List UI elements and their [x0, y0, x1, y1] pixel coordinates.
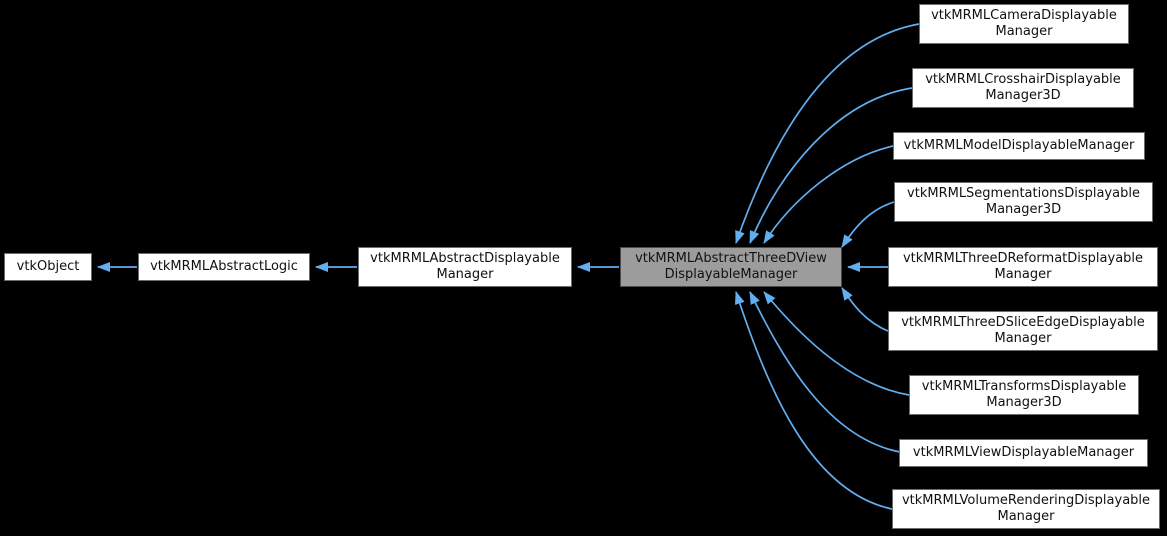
class-node-label: Manager: [995, 24, 1053, 39]
class-node-label: vtkMRMLVolumeRenderingDisplayable: [901, 493, 1151, 508]
class-node-label: DisplayableManager: [664, 267, 798, 282]
class-node-label: vtkMRMLCrosshairDisplayable: [925, 72, 1121, 87]
class-node-label: Manager: [436, 267, 494, 282]
class-node-label: Manager3D: [986, 395, 1062, 410]
class-node-label: vtkMRMLViewDisplayableManager: [912, 445, 1135, 460]
inheritance-edge-vtkMRMLModelDisplayableManager-to-vtkMRMLAbstractThreeDViewDisplayableManager: [763, 145, 894, 244]
class-node-label: Manager3D: [985, 202, 1062, 217]
class-node-vtkMRMLModelDisplayableManager[interactable]: vtkMRMLModelDisplayableManager: [893, 132, 1145, 160]
class-node-label: vtkMRMLSegmentationsDisplayable: [907, 186, 1140, 201]
class-node-label: vtkMRMLAbstractThreeDView: [635, 251, 827, 266]
class-node-label: vtkObject: [16, 259, 80, 274]
class-node-label: vtkMRMLModelDisplayableManager: [903, 138, 1135, 153]
inheritance-edge-vtkMRMLTransformsDisplayableManager3D-to-vtkMRMLAbstractThreeDViewDisplayableManager: [763, 291, 910, 396]
inheritance-edge-vtkMRMLCameraDisplayableManager-to-vtkMRMLAbstractThreeDViewDisplayableManager: [735, 23, 920, 244]
inheritance-edge-vtkMRMLSegmentationsDisplayableManager3D-to-vtkMRMLAbstractThreeDViewDisplayableManager: [841, 201, 895, 248]
class-node-label: Manager: [994, 331, 1052, 346]
class-node-vtkObject[interactable]: vtkObject: [4, 253, 92, 281]
class-node-label: vtkMRMLThreeDSliceEdgeDisplayable: [901, 315, 1145, 330]
class-node-vtkMRMLAbstractLogic[interactable]: vtkMRMLAbstractLogic: [138, 253, 310, 281]
class-node-label: Manager: [994, 267, 1052, 282]
inheritance-edge-vtkMRMLVolumeRenderingDisplayableManager-to-vtkMRMLAbstractThreeDViewDisplayableManager: [734, 291, 893, 510]
class-node-label: vtkMRMLAbstractLogic: [150, 259, 298, 274]
class-node-label: vtkMRMLCameraDisplayable: [931, 8, 1117, 23]
class-node-label: vtkMRMLThreeDReformatDisplayable: [902, 251, 1144, 266]
inheritance-edge-vtkMRMLViewDisplayableManager-to-vtkMRMLAbstractThreeDViewDisplayableManager: [749, 291, 901, 453]
class-node-label: Manager3D: [985, 88, 1061, 103]
class-node-label: vtkMRMLAbstractDisplayable: [370, 251, 560, 266]
class-node-label: Manager: [997, 509, 1055, 524]
class-node-label: vtkMRMLTransformsDisplayable: [921, 379, 1127, 394]
inheritance-edge-vtkMRMLThreeDSliceEdgeDisplayableManager-to-vtkMRMLAbstractThreeDViewDisplayableManager: [841, 287, 889, 332]
class-node-vtkMRMLViewDisplayableManager[interactable]: vtkMRMLViewDisplayableManager: [899, 439, 1148, 467]
inheritance-edge-vtkMRMLCrosshairDisplayableManager3D-to-vtkMRMLAbstractThreeDViewDisplayableManager: [749, 87, 913, 244]
